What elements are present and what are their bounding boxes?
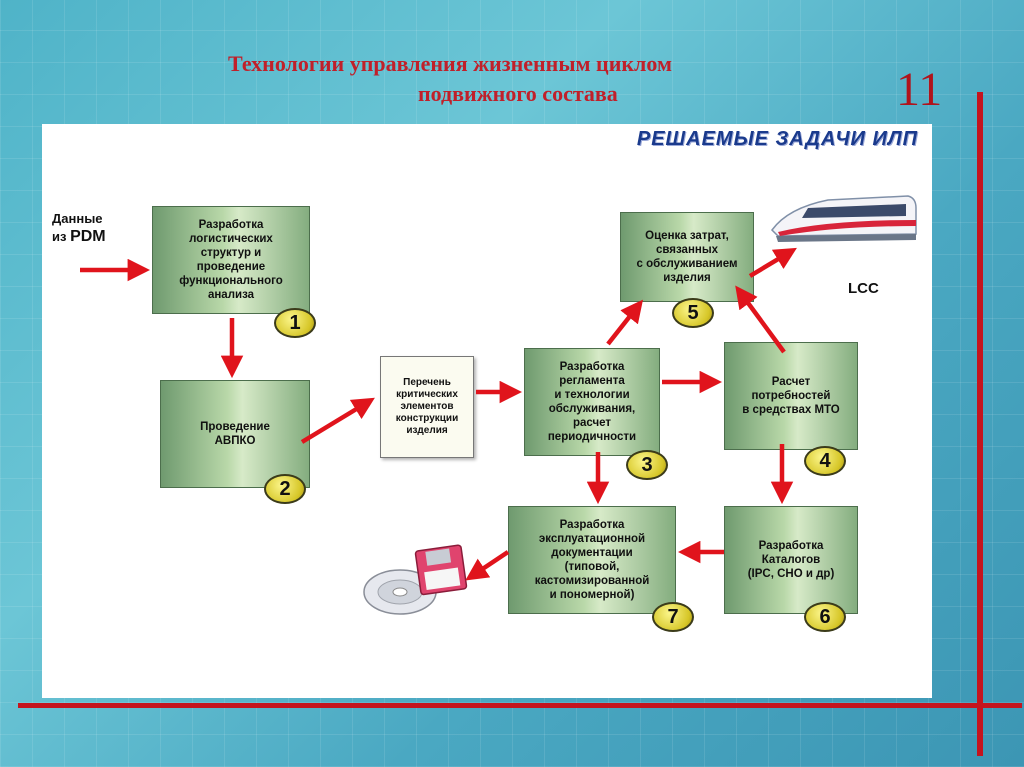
box-6-text: Разработка Каталогов (IPC, СНО и др) [747, 540, 835, 580]
diagram-panel: РЕШАЕМЫЕ ЗАДАЧИ ИЛП Данные из PDM LCC Ра… [42, 124, 932, 698]
box-7-text: Разработка эксплуатационной документации… [534, 519, 650, 601]
box-5-text: Оценка затрат, связанных с обслуживанием… [636, 230, 738, 284]
horizontal-accent-line [18, 703, 1022, 708]
box-1-badge: 1 [274, 308, 316, 338]
input-label-line1: Данные [52, 211, 103, 226]
arrow-3-to-5 [606, 299, 644, 346]
vertical-accent-line [977, 92, 983, 756]
box-3-badge: 3 [626, 450, 668, 480]
arrow-2-to-note [300, 397, 375, 444]
input-label-line2a: из [52, 229, 71, 244]
input-label-line2b: PDM [70, 228, 106, 245]
arrow-7-to-disk [465, 550, 510, 581]
box-1: Разработка логистических структур и пров… [152, 206, 310, 314]
box-4-text: Расчет потребностей в средствах МТО [742, 376, 840, 416]
box-6: Разработка Каталогов (IPC, СНО и др) [724, 506, 858, 614]
slide-title-line2: подвижного состава [418, 81, 618, 106]
note-text: Перечень критических элементов конструкц… [395, 377, 459, 436]
box-7: Разработка эксплуатационной документации… [508, 506, 676, 614]
box-5-badge: 5 [672, 298, 714, 328]
box-2: Проведение АВПКО [160, 380, 310, 488]
box-1-text: Разработка логистических структур и пров… [179, 219, 283, 301]
box-4-badge: 4 [804, 446, 846, 476]
box-3-text: Разработка регламента и технологии обслу… [547, 361, 637, 443]
box-6-badge: 6 [804, 602, 846, 632]
box-4: Расчет потребностей в средствах МТО [724, 342, 858, 450]
box-3: Разработка регламента и технологии обслу… [524, 348, 660, 456]
box-2-badge: 2 [264, 474, 306, 504]
box-2-text: Проведение АВПКО [200, 421, 270, 447]
input-label: Данные из PDM [52, 210, 106, 246]
disk-icon [363, 544, 468, 615]
arrow-5-to-lcc [748, 247, 797, 278]
diagram-arrows [80, 247, 797, 581]
box-7-badge: 7 [652, 602, 694, 632]
train-icon [771, 195, 917, 242]
arrow-4-to-5 [735, 285, 786, 354]
box-5: Оценка затрат, связанных с обслуживанием… [620, 212, 754, 302]
diagram-heading: РЕШАЕМЫЕ ЗАДАЧИ ИЛП [636, 128, 918, 150]
slide-title-line1: Технологии управления жизненным циклом [228, 51, 672, 76]
lcc-label: LCC [848, 280, 879, 297]
page-number: 11 [896, 63, 943, 116]
critical-elements-note: Перечень критических элементов конструкц… [380, 356, 474, 458]
